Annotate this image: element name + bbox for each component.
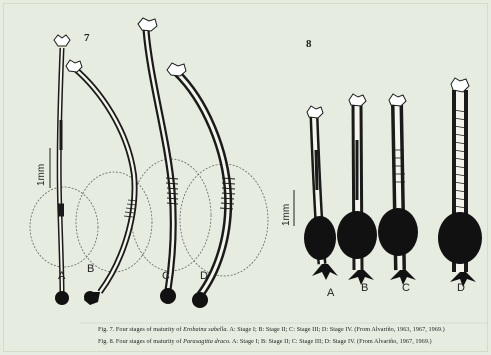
fig8-scale-label: 1mm — [281, 204, 292, 226]
fig7-stage-c-label: C — [162, 270, 170, 282]
fig7-stage-a-label: A — [58, 270, 65, 282]
fig8-specimen-d — [438, 78, 482, 287]
fig7-fins — [30, 159, 268, 276]
fig8-caption-suffix: A: Stage I; B: Stage II; C: Stage III; D… — [232, 338, 432, 345]
fig7-caption-prefix: Fig. 7. Four stages of maturity of — [98, 326, 182, 333]
fig7-caption-species: Erobaina sabella. — [183, 326, 228, 333]
fig7-specimen-b — [66, 60, 137, 305]
fig7-number: 7 — [84, 32, 90, 44]
fig8-number: 8 — [306, 38, 312, 50]
fig8-stage-b-label: B — [361, 282, 368, 294]
fig7-scale-label: 1mm — [36, 164, 47, 186]
fig7-specimen-c — [138, 18, 178, 304]
fig8-caption-prefix: Fig. 8. Four stages of maturity of — [98, 338, 182, 345]
fig8-specimen-a — [304, 106, 338, 280]
fig7-caption: Fig. 7. Four stages of maturity of Eroba… — [98, 326, 445, 333]
fig8-caption: Fig. 8. Four stages of maturity of Paras… — [98, 338, 432, 345]
fig8-specimen-b — [337, 94, 377, 285]
fig8-stage-c-label: C — [402, 282, 410, 294]
fig7-caption-suffix: A: Stage I; B: Stage II; C: Stage III; D… — [229, 326, 444, 333]
fig7-stage-b-label: B — [87, 263, 94, 275]
fig8-specimen-c — [378, 94, 418, 285]
fig7-stage-d-label: D — [200, 270, 208, 282]
fig8-stage-d-label: D — [457, 282, 465, 294]
fig8-caption-species: Parasagitta draco. — [183, 338, 231, 345]
fig7-specimen-a — [54, 35, 70, 305]
fig8-stage-a-label: A — [327, 287, 334, 299]
